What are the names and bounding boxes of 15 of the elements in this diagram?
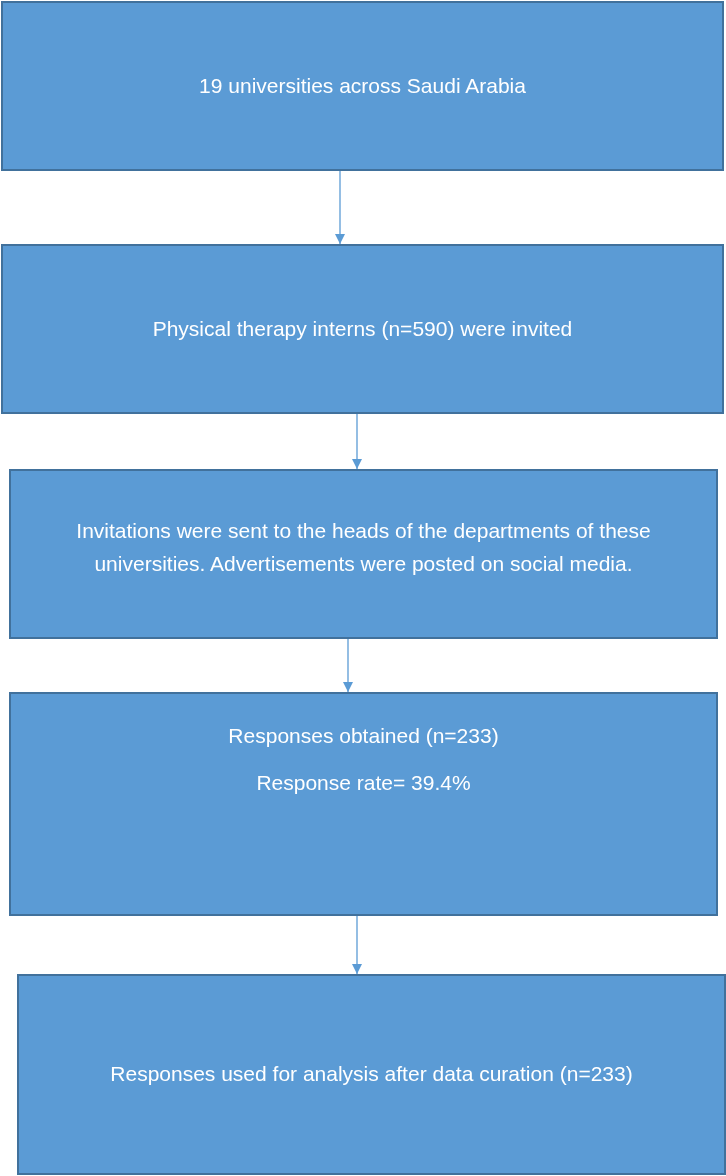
process-box <box>1 1 724 171</box>
process-box <box>9 469 718 639</box>
process-box <box>9 692 718 916</box>
box-text: Response rate= 39.4% <box>256 769 471 796</box>
process-box <box>1 244 724 414</box>
arrow <box>352 413 362 470</box>
box-text: Physical therapy interns (n=590) were invited <box>152 315 573 342</box>
box-text: Responses used for analysis after data curation (n=233) <box>110 1061 633 1088</box>
box-text: Invitations were sent to the heads of the departments of these universities. Advertisements were posted on social media. <box>75 518 652 577</box>
box-text: 19 universities across Saudi Arabia <box>199 72 526 99</box>
box-text: Responses obtained (n=233) <box>228 723 499 749</box>
arrow <box>343 638 353 693</box>
arrow <box>335 170 345 245</box>
arrow <box>352 915 362 975</box>
process-box <box>17 974 726 1175</box>
